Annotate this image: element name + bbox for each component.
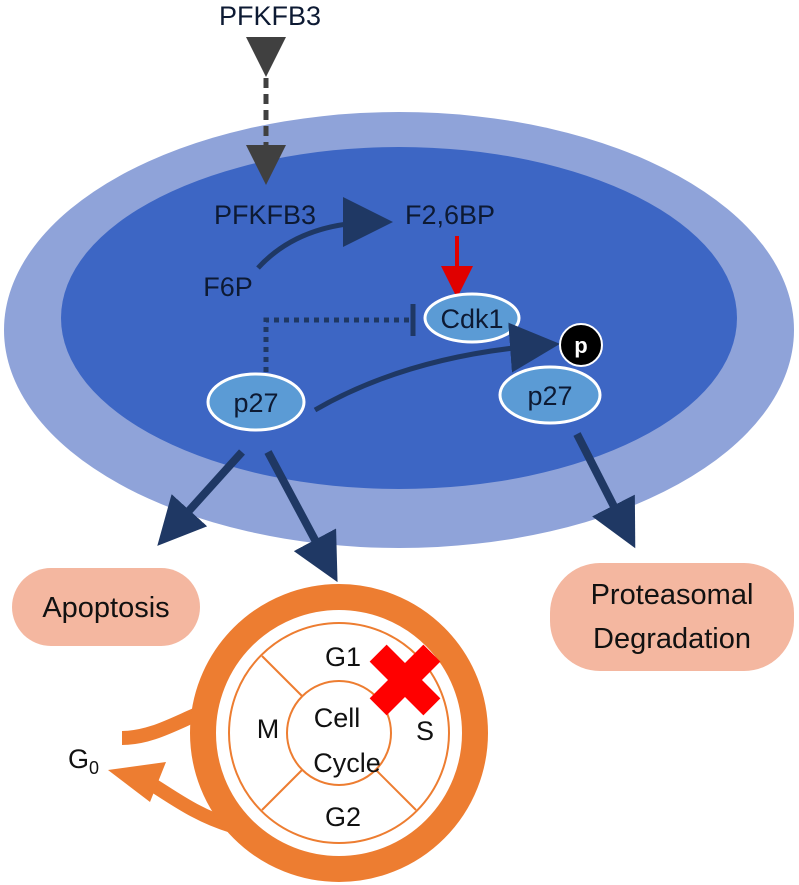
pfkfb3-outer-label: PFKFB3: [219, 1, 321, 31]
to-apoptosis-arrow: [157, 449, 245, 546]
phospho-marker: [559, 323, 603, 367]
apoptosis-label: Apoptosis: [42, 592, 169, 624]
phase-divider-ll: [261, 769, 303, 811]
g0-entry-arrowhead: [108, 762, 166, 802]
proteasomal-box: [550, 563, 794, 671]
g1-s-block-cross-icon: [369, 644, 441, 716]
p27-node-left: [206, 372, 306, 432]
f26bp-label: F2,6BP: [405, 200, 495, 230]
phase-m-label: M: [257, 714, 280, 744]
cell-cycle-inner-circle: [286, 680, 392, 786]
f6p-label: F6P: [203, 272, 253, 302]
proteasomal-label-line2: Degradation: [593, 623, 751, 655]
proteasomal-label-line1: Proteasomal: [591, 579, 754, 611]
p27-inhibits-cdk1: [263, 317, 410, 372]
f6p-to-f26bp-arrow: [256, 197, 393, 270]
to-proteasomal-arrow: [573, 432, 636, 549]
phase-divider-lr: [375, 769, 417, 811]
p27-right-label: p27: [527, 381, 572, 411]
phase-g2-label: G2: [325, 802, 361, 832]
cell-label: Cell: [314, 703, 361, 733]
cdk1-label: Cdk1: [440, 304, 503, 334]
cdk1-node: [423, 292, 521, 344]
p27-node-right: [498, 365, 602, 425]
phospho-label: p: [574, 333, 587, 358]
p27-left-label: p27: [233, 388, 278, 418]
phase-divider-ul: [261, 655, 303, 697]
cell-cycle-phase-ring: [228, 622, 450, 844]
phase-g1-label: G1: [325, 642, 361, 672]
p27-phosphorylation-arrow: [313, 322, 560, 413]
g0-label: G0: [68, 744, 99, 778]
cycle-label: Cycle: [313, 748, 381, 778]
to-cell-cycle-arrow: [264, 450, 338, 583]
apoptosis-box: [12, 568, 200, 646]
phase-s-label: S: [416, 716, 434, 746]
pfkfb3-inner-label: PFKFB3: [214, 200, 316, 230]
